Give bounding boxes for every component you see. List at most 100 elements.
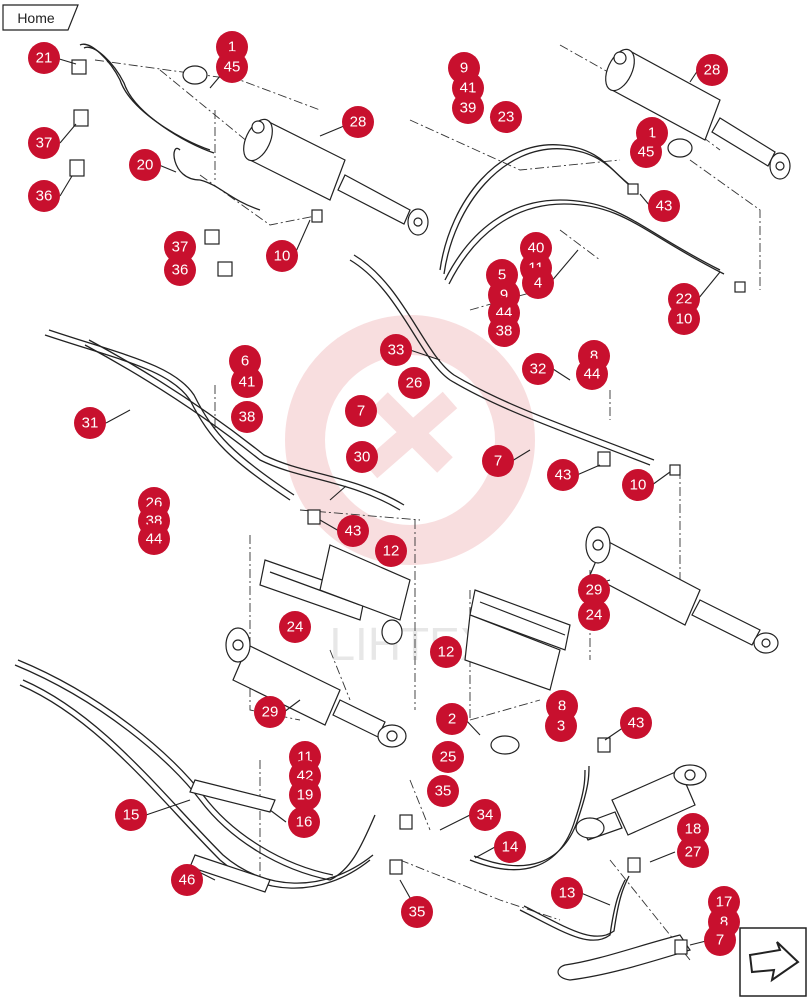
callout-35[interactable]: 35 xyxy=(427,775,459,807)
callout-label: 40 xyxy=(528,240,545,257)
callout-label: 3 xyxy=(557,718,565,735)
callout-3[interactable]: 3 xyxy=(545,710,577,742)
callout-label: 23 xyxy=(498,109,515,126)
callout-46[interactable]: 46 xyxy=(171,864,203,896)
callout-29[interactable]: 29 xyxy=(254,696,286,728)
callout-14[interactable]: 14 xyxy=(494,831,526,863)
callout-label: 13 xyxy=(559,885,576,902)
callout-10[interactable]: 10 xyxy=(266,240,298,272)
callout-16[interactable]: 16 xyxy=(288,806,320,838)
callout-12[interactable]: 12 xyxy=(430,636,462,668)
callout-10[interactable]: 10 xyxy=(668,303,700,335)
callout-43[interactable]: 43 xyxy=(337,515,369,547)
callout-label: 27 xyxy=(685,844,702,861)
callout-10[interactable]: 10 xyxy=(622,469,654,501)
callout-7[interactable]: 7 xyxy=(345,395,377,427)
callout-21[interactable]: 21 xyxy=(28,42,60,74)
callout-bubble xyxy=(704,924,736,956)
callout-18[interactable]: 18 xyxy=(677,813,709,845)
callout-bubble xyxy=(346,441,378,473)
callout-33[interactable]: 33 xyxy=(380,334,412,366)
callout-45[interactable]: 45 xyxy=(216,51,248,83)
callout-label: 16 xyxy=(296,814,313,831)
callout-44[interactable]: 44 xyxy=(576,358,608,390)
callout-label: 1 xyxy=(228,39,236,56)
callout-45[interactable]: 45 xyxy=(630,136,662,168)
callout-35[interactable]: 35 xyxy=(401,896,433,928)
callout-bubble xyxy=(622,469,654,501)
callout-bubble xyxy=(452,92,484,124)
callout-label: 15 xyxy=(123,807,140,824)
callout-13[interactable]: 13 xyxy=(551,877,583,909)
callout-bubble xyxy=(288,806,320,838)
callout-24[interactable]: 24 xyxy=(578,599,610,631)
callout-bubble xyxy=(522,353,554,385)
callout-34[interactable]: 34 xyxy=(469,799,501,831)
callout-label: 7 xyxy=(357,403,365,420)
watermark-text: LIHTEX xyxy=(329,618,490,670)
callout-label: 24 xyxy=(287,619,304,636)
callout-26[interactable]: 26 xyxy=(398,367,430,399)
callout-label: 31 xyxy=(82,415,99,432)
callout-37[interactable]: 37 xyxy=(164,231,196,263)
callout-bubble xyxy=(578,574,610,606)
callout-28[interactable]: 28 xyxy=(342,106,374,138)
callout-label: 28 xyxy=(704,62,721,79)
callout-31[interactable]: 31 xyxy=(74,407,106,439)
callout-28[interactable]: 28 xyxy=(696,54,728,86)
callout-7[interactable]: 7 xyxy=(704,924,736,956)
callout-bubble xyxy=(430,636,462,668)
callout-29[interactable]: 29 xyxy=(578,574,610,606)
callout-36[interactable]: 36 xyxy=(28,180,60,212)
callout-20[interactable]: 20 xyxy=(129,149,161,181)
next-page-arrow-icon[interactable] xyxy=(739,927,807,997)
cylinder-guards xyxy=(259,544,571,691)
callout-bubble xyxy=(345,395,377,427)
callout-19[interactable]: 19 xyxy=(289,779,321,811)
callout-bubble xyxy=(630,136,662,168)
home-button[interactable]: Home xyxy=(2,4,79,31)
callout-43[interactable]: 43 xyxy=(648,190,680,222)
callout-30[interactable]: 30 xyxy=(346,441,378,473)
callout-bubble xyxy=(164,231,196,263)
callout-39[interactable]: 39 xyxy=(452,92,484,124)
callout-36[interactable]: 36 xyxy=(164,254,196,286)
callout-bubble xyxy=(432,741,464,773)
callout-25[interactable]: 25 xyxy=(432,741,464,773)
callout-15[interactable]: 15 xyxy=(115,799,147,831)
callout-24[interactable]: 24 xyxy=(279,611,311,643)
callout-bubble xyxy=(494,831,526,863)
callout-41[interactable]: 41 xyxy=(231,366,263,398)
callout-label: 22 xyxy=(676,291,693,308)
callout-38[interactable]: 38 xyxy=(231,401,263,433)
callout-bubble xyxy=(490,101,522,133)
callout-4[interactable]: 4 xyxy=(522,267,554,299)
callout-7[interactable]: 7 xyxy=(482,445,514,477)
callout-44[interactable]: 44 xyxy=(138,523,170,555)
callout-bubble xyxy=(164,254,196,286)
callout-38[interactable]: 38 xyxy=(488,315,520,347)
callout-label: 37 xyxy=(172,239,189,256)
callout-bubble xyxy=(522,267,554,299)
callout-label: 7 xyxy=(494,453,502,470)
callout-bubble xyxy=(578,599,610,631)
callout-27[interactable]: 27 xyxy=(677,836,709,868)
callout-23[interactable]: 23 xyxy=(490,101,522,133)
callout-37[interactable]: 37 xyxy=(28,127,60,159)
callout-bubble xyxy=(648,190,680,222)
callout-label: 39 xyxy=(460,100,477,117)
callout-43[interactable]: 43 xyxy=(547,459,579,491)
callout-label: 12 xyxy=(438,644,455,661)
callout-label: 10 xyxy=(630,477,647,494)
callout-32[interactable]: 32 xyxy=(522,353,554,385)
callout-bubble xyxy=(115,799,147,831)
callout-label: 9 xyxy=(460,60,468,77)
callout-label: 38 xyxy=(496,323,513,340)
callout-bubble xyxy=(231,401,263,433)
callout-12[interactable]: 12 xyxy=(375,535,407,567)
callout-label: 26 xyxy=(406,375,423,392)
callout-2[interactable]: 2 xyxy=(436,703,468,735)
callout-43[interactable]: 43 xyxy=(620,707,652,739)
callout-label: 30 xyxy=(354,449,371,466)
